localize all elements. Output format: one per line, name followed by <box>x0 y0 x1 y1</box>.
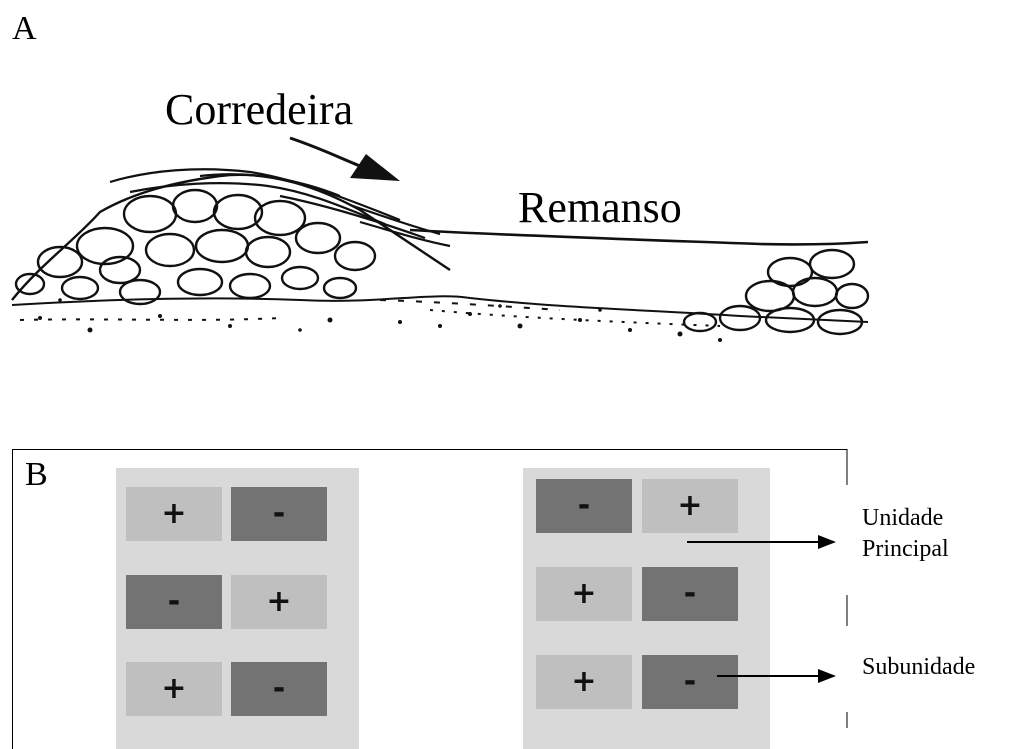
riffle-rocks <box>11 173 451 306</box>
panel-b: B + - - + + - - + + - + - <box>12 449 847 749</box>
subunit-cell: - <box>231 487 327 541</box>
gravel-specks <box>38 298 722 342</box>
pool-rocks <box>682 248 870 336</box>
pool-surface <box>409 228 869 246</box>
subunit-cell: - <box>642 655 738 709</box>
subunit-cell: + <box>642 479 738 533</box>
main-unit-left: + - - + + - <box>116 468 359 749</box>
subunit-cell: - <box>126 575 222 629</box>
flow-lines <box>109 168 451 248</box>
panel-b-arrows <box>687 449 848 728</box>
subunit-cell: + <box>126 487 222 541</box>
subunit-cell: - <box>642 567 738 621</box>
annotation-main-unit: Unidade Principal <box>862 505 949 563</box>
subunit-cell: + <box>536 655 632 709</box>
annotation-subunit: Subunidade <box>862 654 976 680</box>
panel-a-letter: A <box>12 10 37 47</box>
arrow-subunit <box>717 669 836 683</box>
subunit-cell: - <box>536 479 632 533</box>
main-unit-right: - + + - + - <box>523 468 770 749</box>
arrow-main-unit <box>687 535 836 549</box>
subunit-cell: + <box>536 567 632 621</box>
corredeira-arrow <box>289 136 400 181</box>
label-corredeira: Corredeira <box>165 85 354 134</box>
river-sketch <box>11 136 870 342</box>
subunit-cell: + <box>231 575 327 629</box>
label-remanso: Remanso <box>518 183 682 232</box>
subunit-cell: + <box>126 662 222 716</box>
subunit-cell: - <box>231 662 327 716</box>
panel-b-letter: B <box>25 456 48 493</box>
